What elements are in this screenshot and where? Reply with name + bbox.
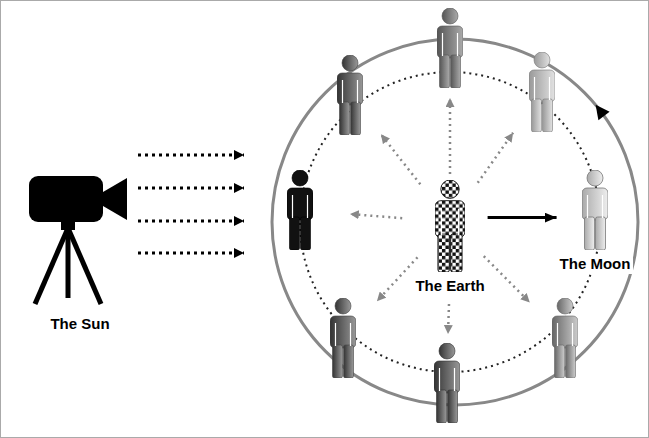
- moon-phase-figure: [330, 298, 356, 378]
- sun-camera: The Sun: [25, 168, 135, 334]
- earth-figure: The Earth: [412, 180, 487, 296]
- sightline: [478, 133, 513, 183]
- earth-figure-shape: [435, 180, 465, 272]
- sun-ray: [138, 252, 244, 255]
- moon-phase-figure: [529, 52, 555, 132]
- sightline: [381, 134, 420, 184]
- sightline: [448, 304, 449, 334]
- sun-camera-shape: [25, 168, 135, 308]
- earth-figure-icon: [435, 180, 465, 272]
- orbit-arrow: [488, 216, 557, 219]
- figure-label: The Moon: [557, 254, 634, 274]
- moon-phase-figure: [552, 298, 578, 378]
- sightline: [449, 98, 452, 174]
- moon-figure: The Moon: [557, 170, 634, 274]
- figure-label: The Sun: [47, 314, 112, 334]
- sun-ray: [138, 220, 244, 223]
- sun-ray: [138, 187, 244, 190]
- moon-phase-figure: [437, 8, 463, 88]
- moon-phase-figure: [434, 343, 460, 423]
- sun-rays: [138, 155, 244, 253]
- sightline: [377, 257, 418, 301]
- orbit-direction-arrow: [596, 105, 610, 120]
- moon-phase-figures: [287, 8, 578, 423]
- moon-phase-figure: [337, 55, 363, 135]
- moon-figure-icon: [582, 170, 608, 250]
- moon-phase-figure: [287, 170, 313, 250]
- sightline: [484, 256, 530, 302]
- sun-ray: [138, 154, 244, 157]
- sun-camera-icon: [29, 176, 127, 304]
- figure-label: The Earth: [412, 276, 487, 296]
- sightline: [350, 214, 402, 218]
- moon-figure-shape: [582, 170, 608, 250]
- sightlines: [350, 98, 530, 334]
